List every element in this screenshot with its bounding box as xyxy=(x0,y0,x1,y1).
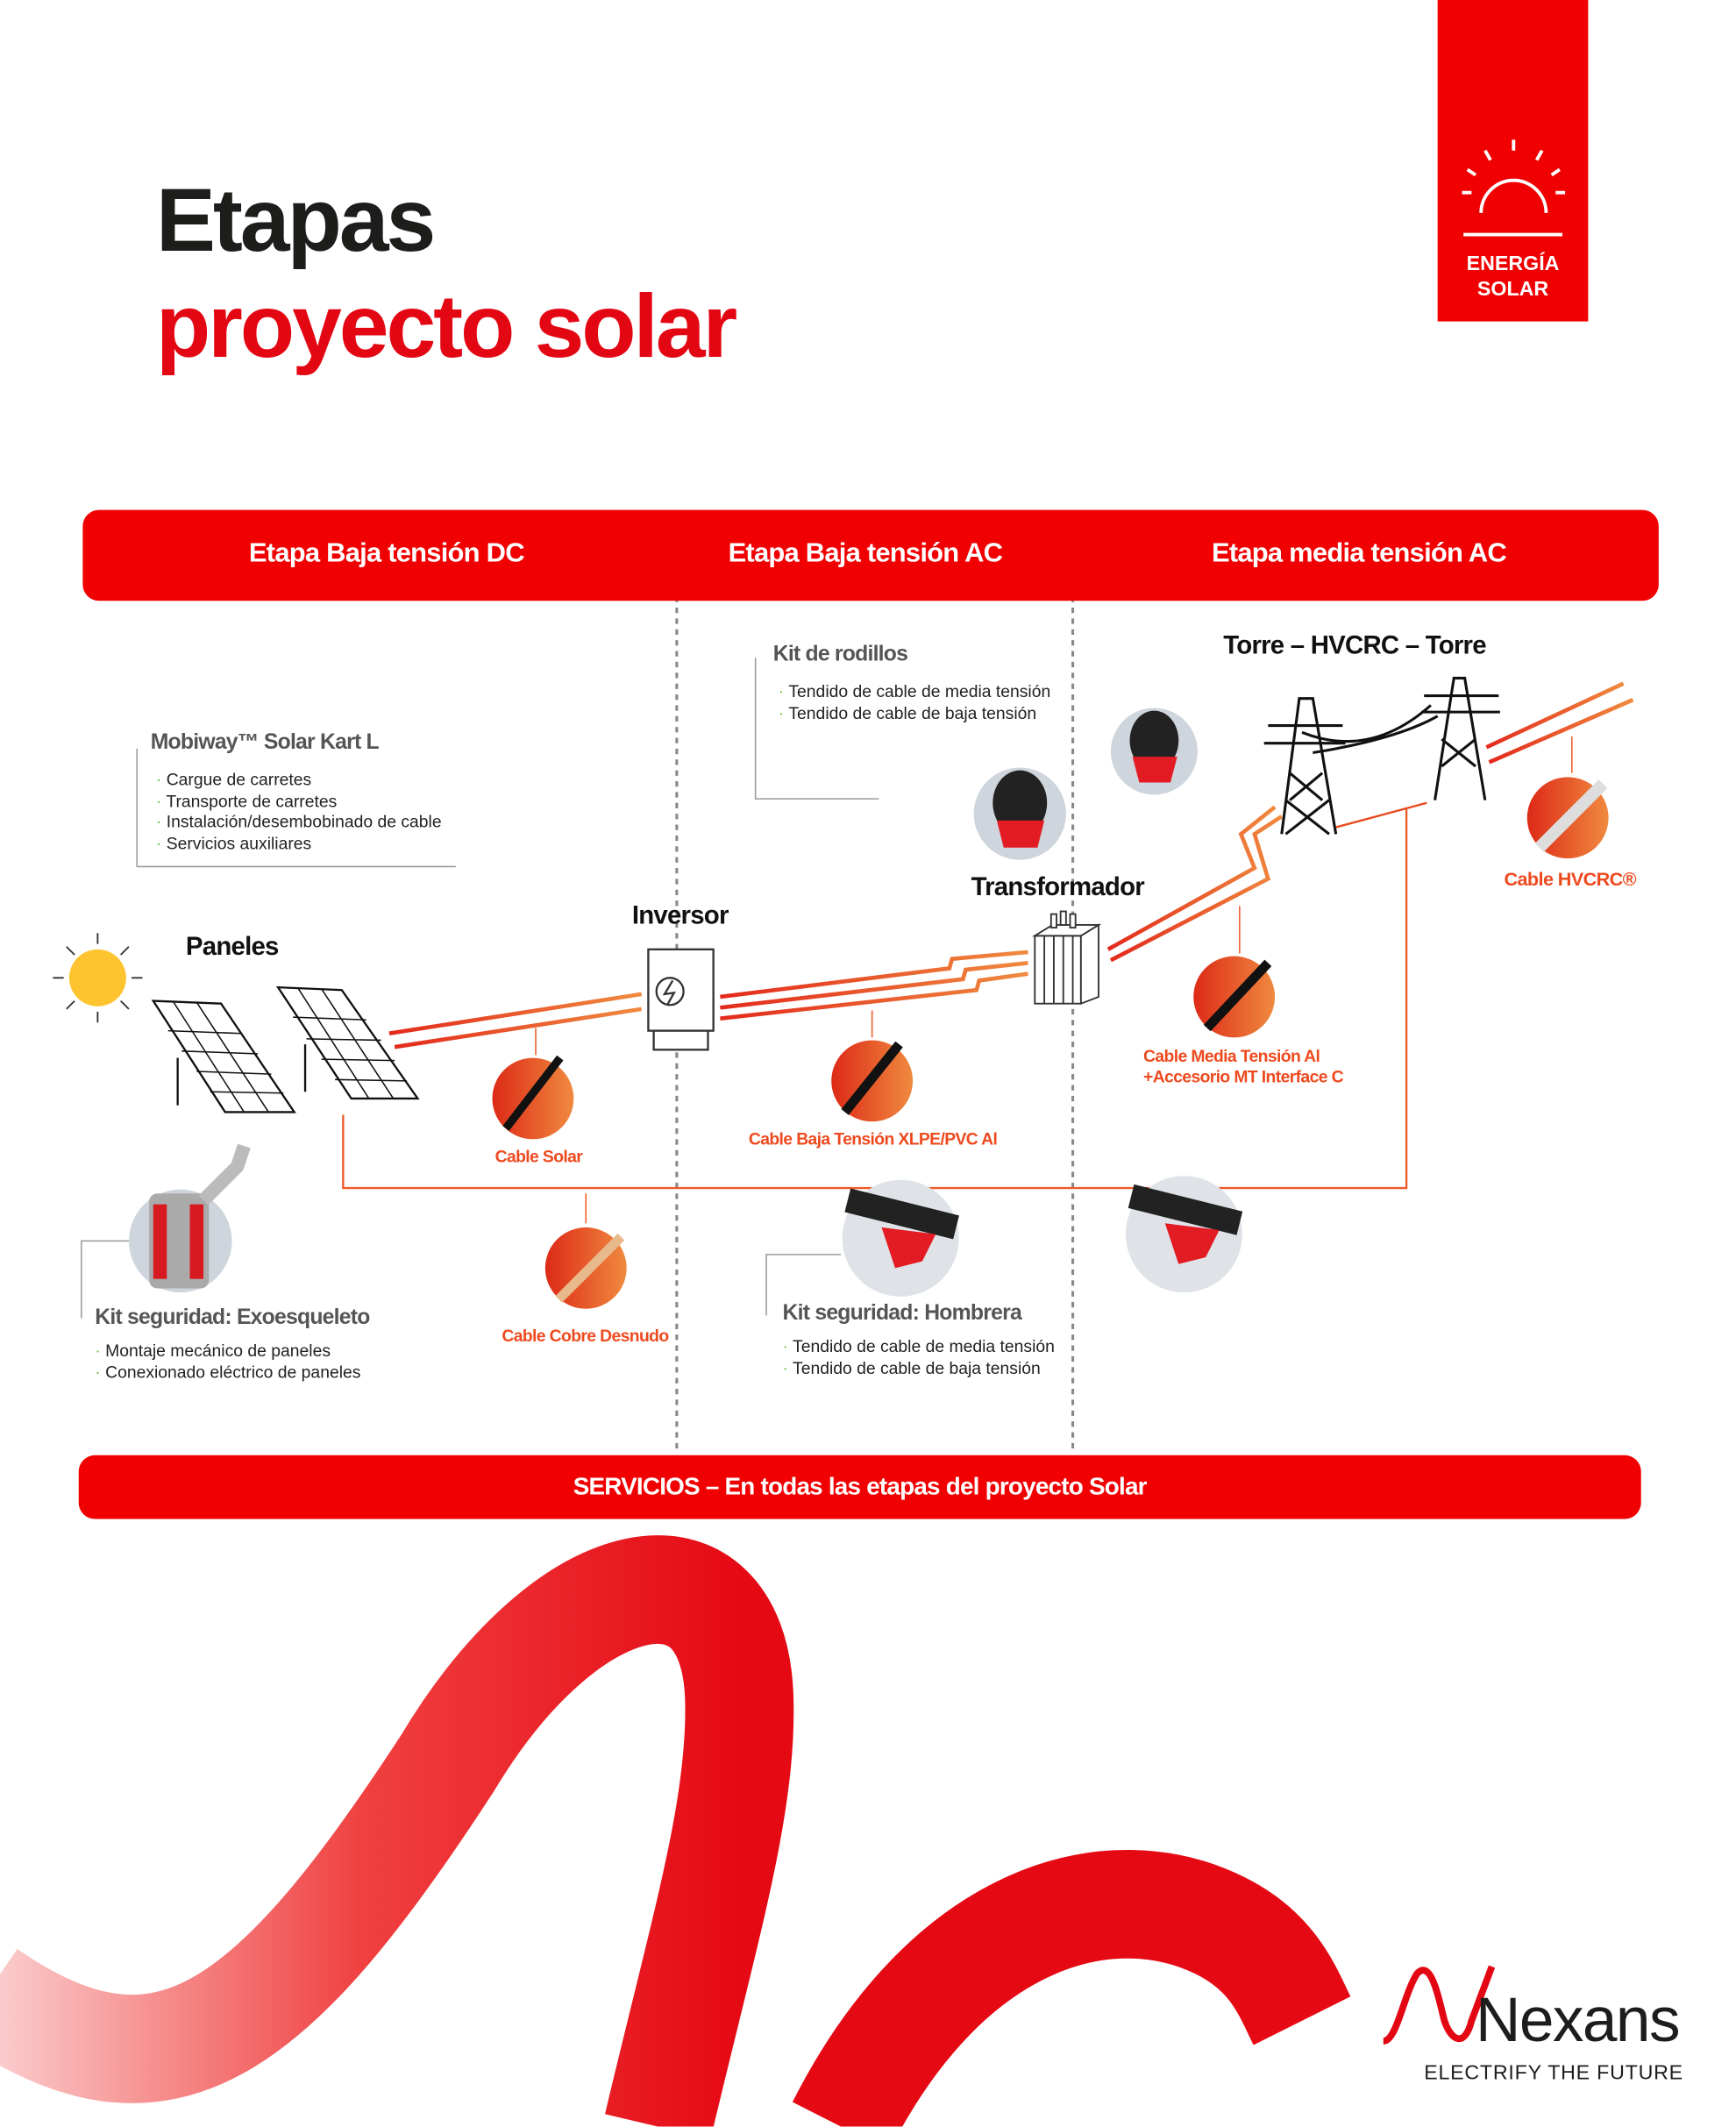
cable-hvcrc-label: Cable HVCRC® xyxy=(1504,868,1637,890)
callout-line xyxy=(81,1240,131,1319)
transformer-icon xyxy=(1031,910,1102,1006)
kit-title: Mobiway™ Solar Kart L xyxy=(150,730,380,755)
power-tower-icon xyxy=(1263,676,1500,836)
services-bar: SERVICIOS – En todas las etapas del proy… xyxy=(78,1455,1641,1519)
shoulder-pad-image xyxy=(842,1176,1243,1297)
logo-tagline: ELECTRIFY THE FUTURE xyxy=(1424,2061,1683,2085)
kit-item: Transporte de carretes xyxy=(156,792,337,811)
badge-line2: SOLAR xyxy=(1476,278,1549,302)
logo-name: Nexans xyxy=(1476,1984,1681,2055)
kit-title: Kit seguridad: Hombrera xyxy=(782,1302,1022,1326)
callout-line xyxy=(754,658,879,800)
solar-panels-icon xyxy=(151,985,420,1113)
kit-mobiway: Mobiway™ Solar Kart L Cargue de carretes… xyxy=(151,731,442,855)
stage-ac-low: Etapa Baja tensión AC xyxy=(728,538,1003,569)
callout-line xyxy=(765,1254,842,1316)
kit-item: Tendido de cable de media tensión xyxy=(783,1337,1055,1356)
label-inversor: Inversor xyxy=(631,901,729,931)
kit-title: Kit seguridad: Exoesqueleto xyxy=(95,1305,370,1329)
kit-rodillos: Kit de rodillos Tendido de cable de medi… xyxy=(773,643,1051,724)
stage-ac-medium: Etapa media tensión AC xyxy=(1211,538,1507,569)
decorative-swoosh xyxy=(792,1850,1351,2127)
badge-line1: ENERGÍA xyxy=(1466,252,1560,276)
label-transformador: Transformador xyxy=(971,873,1145,902)
cable-baja-label: Cable Baja Tensión XLPE/PVC Al xyxy=(748,1129,998,1149)
sun-icon xyxy=(1462,139,1566,237)
title-line1: Etapas xyxy=(155,169,436,270)
cable-media-line1: Cable Media Tensión Al xyxy=(1143,1047,1320,1066)
nexans-logo-mark xyxy=(1382,1965,1496,2045)
stage-dc: Etapa Baja tensión DC xyxy=(248,538,525,569)
kit-item: Conexionado eléctrico de paneles xyxy=(95,1362,360,1382)
inverter-icon xyxy=(647,948,715,1051)
callout-line xyxy=(136,748,456,868)
kit-item: Tendido de cable de baja tensión xyxy=(779,703,1036,722)
label-paneles: Paneles xyxy=(185,933,279,962)
kit-item: Cargue de carretes xyxy=(156,771,311,790)
kit-item: Montaje mecánico de paneles xyxy=(95,1341,331,1361)
kit-item: Servicios auxiliares xyxy=(156,834,311,853)
sun-icon xyxy=(53,933,143,1023)
roller-kit-image xyxy=(973,708,1198,860)
services-label: SERVICIOS – En todas las etapas del proy… xyxy=(573,1472,1148,1500)
exoskeleton-image xyxy=(128,1143,251,1293)
kit-item: Tendido de cable de media tensión xyxy=(779,682,1050,701)
kit-exoesqueleto: Kit seguridad: Exoesqueleto Montaje mecá… xyxy=(95,1305,370,1384)
cable-solar-label: Cable Solar xyxy=(494,1147,583,1167)
kit-item: Tendido de cable de baja tensión xyxy=(783,1358,1041,1377)
kit-title: Kit de rodillos xyxy=(772,643,908,666)
cable-media-label: Cable Media Tensión Al+Accesorio MT Inte… xyxy=(1143,1047,1344,1087)
kit-item: Instalación/desembobinado de cable xyxy=(156,813,442,832)
stages-header: Etapa Baja tensión DC Etapa Baja tensión… xyxy=(82,509,1659,601)
cable-media-line2: +Accesorio MT Interface C xyxy=(1143,1067,1344,1087)
kit-hombrera: Kit seguridad: Hombrera Tendido de cable… xyxy=(783,1302,1055,1379)
decorative-swoosh xyxy=(0,1535,794,2127)
title-line2: proyecto solar xyxy=(155,275,737,376)
label-torre: Torre – HVCRC – Torre xyxy=(1223,631,1486,661)
cable-cobre-label: Cable Cobre Desnudo xyxy=(502,1326,669,1346)
energia-solar-badge: ENERGÍA SOLAR xyxy=(1437,0,1589,322)
